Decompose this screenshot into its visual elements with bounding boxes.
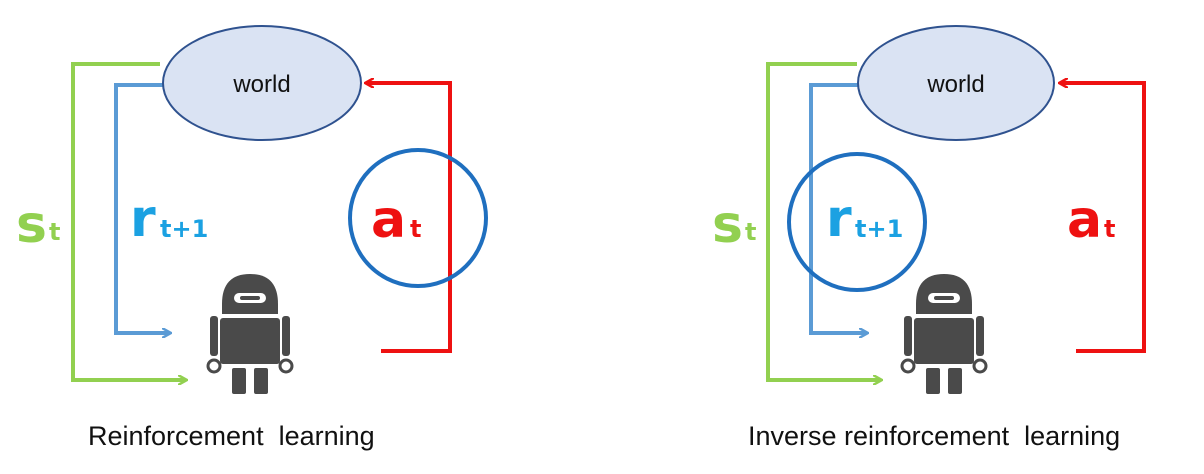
state-label: s <box>712 195 743 255</box>
reward-label: r <box>130 189 156 249</box>
reward-subscript: t+1 <box>855 215 903 243</box>
action-arrow <box>366 83 452 353</box>
action-arrow <box>1060 83 1146 353</box>
reward-highlight-circle <box>787 152 927 292</box>
panel-inverse-reinforcement-learning: world s t r t+1 a t Inverse reinforcemen… <box>712 25 1146 451</box>
world-node <box>857 25 1055 141</box>
state-subscript: t <box>745 218 756 246</box>
reward-label: r <box>826 189 852 249</box>
caption: Inverse reinforcement learning <box>748 421 1120 451</box>
state-subscript: t <box>49 218 60 246</box>
state-arrow <box>766 62 881 380</box>
reward-subscript: t+1 <box>160 215 208 243</box>
action-label: a <box>371 190 406 250</box>
robot-icon <box>900 274 988 394</box>
robot-icon <box>206 274 294 394</box>
caption: Reinforcement learning <box>88 421 375 451</box>
action-label: a <box>1067 190 1102 250</box>
action-highlight-circle <box>348 148 488 288</box>
reward-arrow <box>114 83 170 333</box>
world-node <box>162 25 362 141</box>
action-subscript: t <box>1104 215 1115 243</box>
state-arrow <box>71 62 186 380</box>
reward-arrow <box>809 83 867 333</box>
action-subscript: t <box>410 215 421 243</box>
world-label: world <box>232 71 290 98</box>
world-label: world <box>926 71 984 98</box>
state-label: s <box>16 195 47 255</box>
panel-reinforcement-learning: world s t r t+1 a t Reinforcement learni… <box>16 25 488 451</box>
